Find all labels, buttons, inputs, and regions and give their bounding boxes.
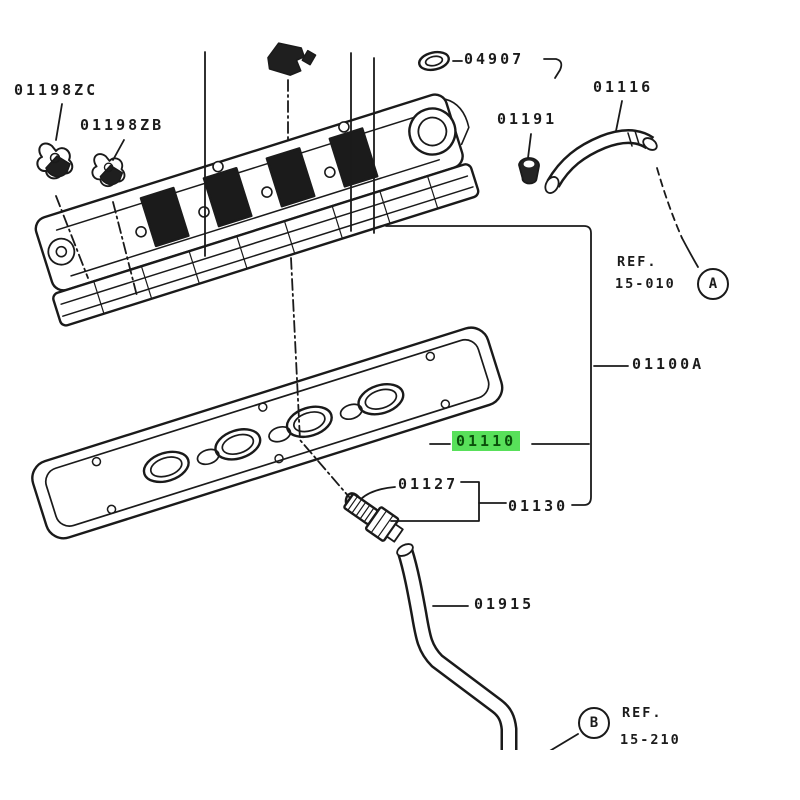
clip-zb-drawing <box>91 153 126 188</box>
parts-diagram-art <box>31 42 699 750</box>
diagram-content-area: 01198ZC 01198ZB 04907 01191 01116 01100A… <box>14 42 729 750</box>
ref-b-text-line1: REF. <box>622 705 663 721</box>
bolt-parts-drawing <box>267 42 317 76</box>
part-label-01110-highlighted: 01110 <box>452 431 521 451</box>
breather-hose-drawing <box>396 543 518 750</box>
ref-a-circle: A <box>697 268 729 300</box>
ref-b-letter: B <box>589 715 599 731</box>
ref-a-text-line2: 15-010 <box>615 276 676 292</box>
valve-cover-drawing <box>34 93 480 327</box>
gasket-drawing <box>31 326 504 540</box>
part-label-01191: 01191 <box>497 110 558 128</box>
grommet-drawing <box>518 157 540 185</box>
ventilation-hose-drawing <box>544 129 658 194</box>
part-label-01130: 01130 <box>508 497 569 515</box>
highlight-badge: 01110 <box>452 431 521 451</box>
ref-a-letter: A <box>708 276 718 292</box>
ref-a-text-line1: REF. <box>617 254 658 270</box>
clip-zc-drawing <box>36 142 74 180</box>
ref-b-text-line2: 15-210 <box>620 732 681 748</box>
filler-cap-seal-drawing <box>418 50 450 72</box>
ref-b-circle: B <box>578 707 610 739</box>
part-label-01198zb: 01198ZB <box>80 116 165 134</box>
pcv-valve-drawing <box>343 493 404 543</box>
part-label-01915: 01915 <box>474 595 535 613</box>
part-label-01116: 01116 <box>593 78 654 96</box>
part-label-01127: 01127 <box>398 475 459 493</box>
part-label-01100a: 01100A <box>632 355 705 373</box>
part-label-01198zc: 01198ZC <box>14 81 99 99</box>
part-label-04907: 04907 <box>464 50 525 68</box>
leader-lines <box>55 51 699 750</box>
